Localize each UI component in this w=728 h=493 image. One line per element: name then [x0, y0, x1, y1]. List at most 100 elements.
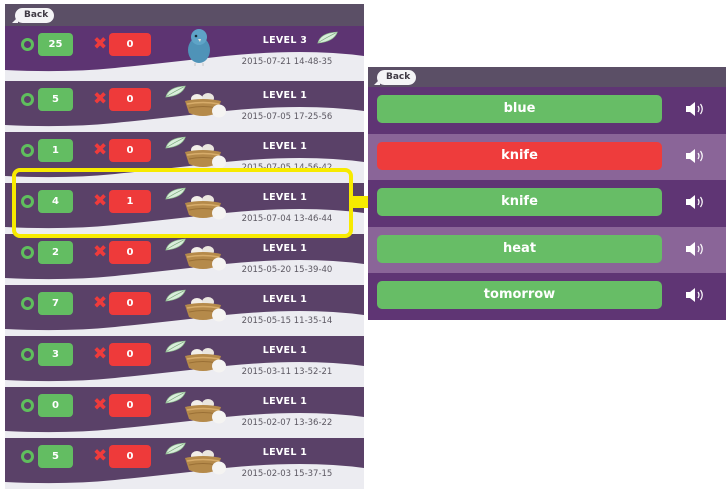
- wrong-count: 0: [109, 33, 151, 56]
- history-panel: Back 25 ✖ 0 LEVEL 3 2015-07-21 14-48-35 …: [5, 4, 364, 489]
- history-row[interactable]: 1 ✖ 0 LEVEL 1 2015-07-05 14-56-42: [5, 132, 364, 183]
- session-date: 2015-05-20 15-39-40: [241, 265, 333, 275]
- word-row: knife: [368, 180, 726, 227]
- leaf-icon: [165, 339, 187, 358]
- wrong-count: 0: [109, 292, 151, 315]
- correct-circle-icon: [21, 38, 34, 51]
- session-date: 2015-05-15 11-35-14: [241, 316, 333, 326]
- speaker-icon[interactable]: [684, 287, 706, 303]
- detail-panel: Back blue knife knife heat tomorrow: [368, 67, 726, 320]
- history-row[interactable]: 2 ✖ 0 LEVEL 1 2015-05-20 15-39-40: [5, 234, 364, 285]
- history-row[interactable]: 25 ✖ 0 LEVEL 3 2015-07-21 14-48-35: [5, 26, 364, 77]
- session-date: 2015-02-03 15-37-15: [241, 469, 333, 479]
- history-list: 25 ✖ 0 LEVEL 3 2015-07-21 14-48-35 5 ✖ 0…: [5, 26, 364, 489]
- selected-row-highlight: [12, 168, 353, 238]
- history-row[interactable]: 0 ✖ 0 LEVEL 1 2015-02-07 13-36-22: [5, 387, 364, 438]
- speaker-icon[interactable]: [684, 148, 706, 164]
- wrong-count: 0: [109, 394, 151, 417]
- correct-count: 2: [38, 241, 73, 264]
- back-button[interactable]: Back: [11, 8, 55, 23]
- level-label: LEVEL 1: [262, 141, 308, 152]
- detail-back-button[interactable]: Back: [373, 70, 417, 85]
- level-label: LEVEL 1: [262, 345, 308, 356]
- bird-icon: [185, 26, 213, 66]
- leaf-icon: [165, 135, 187, 154]
- level-label: LEVEL 3: [262, 35, 308, 46]
- history-row[interactable]: 3 ✖ 0 LEVEL 1 2015-03-11 13-52-21: [5, 336, 364, 387]
- speaker-icon[interactable]: [684, 241, 706, 257]
- correct-circle-icon: [21, 348, 34, 361]
- wrong-x-icon: ✖: [93, 293, 108, 313]
- leaf-icon: [165, 237, 187, 256]
- wrong-x-icon: ✖: [93, 344, 108, 364]
- correct-circle-icon: [21, 144, 34, 157]
- wrong-x-icon: ✖: [93, 446, 108, 466]
- history-row[interactable]: 5 ✖ 0 LEVEL 1 2015-02-03 15-37-15: [5, 438, 364, 489]
- wrong-x-icon: ✖: [93, 191, 108, 211]
- correct-circle-icon: [21, 93, 34, 106]
- level-label: LEVEL 1: [262, 294, 308, 305]
- session-date: 2015-07-05 17-25-56: [241, 112, 333, 122]
- history-row[interactable]: 5 ✖ 0 LEVEL 1 2015-07-05 17-25-56: [5, 81, 364, 132]
- correct-count: 7: [38, 292, 73, 315]
- level-label: LEVEL 1: [262, 192, 308, 203]
- word-button[interactable]: blue: [377, 95, 662, 123]
- word-button[interactable]: tomorrow: [377, 281, 662, 310]
- nest-eggs-icon: [183, 342, 229, 376]
- wrong-x-icon: ✖: [93, 140, 108, 160]
- correct-circle-icon: [21, 399, 34, 412]
- correct-circle-icon: [21, 297, 34, 310]
- leaf-icon: [165, 84, 187, 103]
- level-label: LEVEL 1: [262, 243, 308, 254]
- history-row[interactable]: 7 ✖ 0 LEVEL 1 2015-05-15 11-35-14: [5, 285, 364, 336]
- correct-count: 5: [38, 445, 73, 468]
- wrong-count: 1: [109, 190, 151, 213]
- word-button[interactable]: heat: [377, 234, 662, 263]
- wrong-x-icon: ✖: [93, 89, 108, 109]
- correct-count: 1: [38, 139, 73, 162]
- nest-eggs-icon: [183, 87, 229, 121]
- session-date: 2015-03-11 13-52-21: [241, 367, 333, 377]
- leaf-icon: [165, 186, 187, 205]
- leaf-icon: [317, 30, 339, 49]
- nest-eggs-icon: [183, 240, 229, 274]
- word-button[interactable]: knife: [377, 141, 662, 170]
- wrong-x-icon: ✖: [93, 395, 108, 415]
- nest-eggs-icon: [183, 444, 229, 478]
- word-row: knife: [368, 133, 726, 181]
- leaf-icon: [165, 441, 187, 460]
- level-label: LEVEL 1: [262, 90, 308, 101]
- wrong-count: 0: [109, 445, 151, 468]
- correct-count: 5: [38, 88, 73, 111]
- correct-circle-icon: [21, 195, 34, 208]
- word-list: blue knife knife heat tomorrow: [368, 87, 726, 320]
- speaker-icon[interactable]: [684, 101, 706, 117]
- session-date: 2015-07-21 14-48-35: [241, 57, 333, 67]
- word-row: heat: [368, 226, 726, 274]
- word-row: blue: [368, 87, 726, 134]
- correct-count: 4: [38, 190, 73, 213]
- wrong-count: 0: [109, 88, 151, 111]
- level-label: LEVEL 1: [262, 447, 308, 458]
- correct-count: 0: [38, 394, 73, 417]
- wrong-x-icon: ✖: [93, 242, 108, 262]
- wrong-count: 0: [109, 139, 151, 162]
- nest-eggs-icon: [183, 291, 229, 325]
- word-button[interactable]: knife: [377, 188, 662, 217]
- nest-eggs-icon: [183, 138, 229, 172]
- word-row: tomorrow: [368, 273, 726, 320]
- correct-count: 3: [38, 343, 73, 366]
- session-date: 2015-07-04 13-46-44: [241, 214, 333, 224]
- speaker-icon[interactable]: [684, 194, 706, 210]
- nest-eggs-icon: [183, 189, 229, 223]
- correct-circle-icon: [21, 246, 34, 259]
- leaf-icon: [165, 390, 187, 409]
- correct-circle-icon: [21, 450, 34, 463]
- history-row[interactable]: 4 ✖ 1 LEVEL 1 2015-07-04 13-46-44: [5, 183, 364, 234]
- correct-count: 25: [38, 33, 73, 56]
- detail-topbar: Back: [368, 67, 726, 87]
- wrong-x-icon: ✖: [93, 34, 108, 54]
- wrong-count: 0: [109, 343, 151, 366]
- session-date: 2015-02-07 13-36-22: [241, 418, 333, 428]
- nest-eggs-icon: [183, 393, 229, 427]
